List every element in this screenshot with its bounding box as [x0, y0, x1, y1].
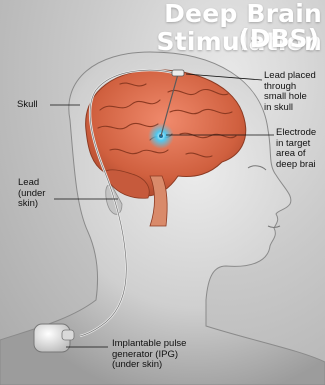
label-electrode: Electrode in target area of deep brai: [276, 128, 316, 170]
ipg-header: [62, 330, 74, 340]
label-ipg: Implantable pulse generator (IPG) (under…: [112, 339, 186, 371]
page-subtitle: (DBS): [238, 26, 319, 52]
label-skull: Skull: [17, 100, 38, 111]
label-lead-under-skin: Lead (under skin): [18, 178, 45, 210]
burr-hole-cap: [172, 70, 184, 76]
label-lead-placed: Lead placed through small hole in skull: [264, 71, 316, 113]
